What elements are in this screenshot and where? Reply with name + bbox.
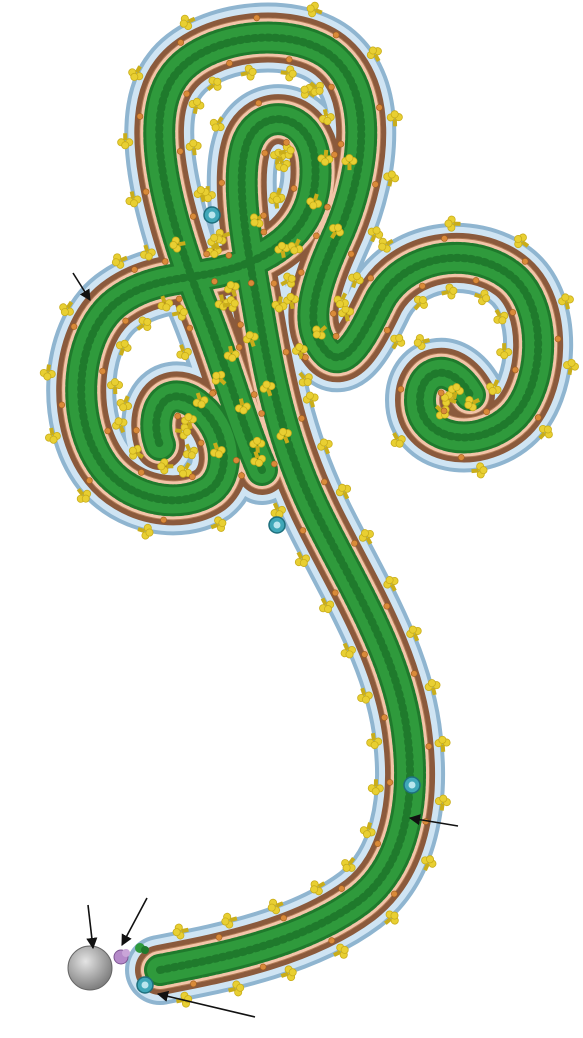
cyan-complex bbox=[204, 207, 220, 223]
matrix-dot bbox=[328, 84, 334, 90]
matrix-dot bbox=[299, 415, 305, 421]
matrix-dot bbox=[226, 252, 232, 258]
matrix-dot bbox=[262, 150, 268, 156]
matrix-dot bbox=[133, 427, 139, 433]
matrix-dot bbox=[348, 251, 354, 257]
matrix-dot bbox=[239, 473, 245, 479]
matrix-dot bbox=[286, 57, 292, 63]
matrix-dot bbox=[398, 386, 404, 392]
matrix-dot bbox=[271, 461, 277, 467]
matrix-dot bbox=[339, 886, 345, 892]
matrix-dot bbox=[283, 139, 289, 145]
matrix-dot bbox=[219, 180, 225, 186]
matrix-dot bbox=[233, 457, 239, 463]
matrix-dot bbox=[178, 40, 184, 46]
matrix-dot bbox=[555, 336, 561, 342]
matrix-dot bbox=[254, 15, 260, 21]
matrix-dot bbox=[384, 603, 390, 609]
matrix-dot bbox=[352, 540, 358, 546]
matrix-dot bbox=[261, 213, 267, 219]
matrix-dot bbox=[330, 311, 336, 317]
matrix-dot bbox=[256, 100, 262, 106]
matrix-dot bbox=[137, 113, 143, 119]
matrix-dot bbox=[368, 275, 374, 281]
matrix-dot bbox=[198, 440, 204, 446]
matrix-dot bbox=[132, 267, 138, 273]
matrix-dot bbox=[184, 91, 190, 97]
matrix-dot bbox=[71, 324, 77, 330]
matrix-dot bbox=[162, 259, 168, 265]
matrix-dot bbox=[271, 280, 277, 286]
matrix-dot bbox=[362, 651, 368, 657]
matrix-dot bbox=[59, 402, 65, 408]
matrix-dot bbox=[298, 269, 304, 275]
polymerase-sphere bbox=[68, 946, 112, 990]
matrix-dot bbox=[411, 671, 417, 677]
matrix-dot bbox=[438, 390, 444, 396]
matrix-dot bbox=[260, 964, 266, 970]
cyan-complex bbox=[137, 977, 153, 993]
matrix-dot bbox=[333, 32, 339, 38]
matrix-dot bbox=[376, 105, 382, 111]
matrix-dot bbox=[189, 474, 195, 480]
matrix-dot bbox=[426, 743, 432, 749]
matrix-dot bbox=[238, 322, 244, 328]
matrix-dot bbox=[261, 229, 267, 235]
matrix-dot bbox=[190, 213, 196, 219]
matrix-dot bbox=[251, 392, 257, 398]
matrix-dot bbox=[212, 278, 218, 284]
matrix-dot bbox=[227, 60, 233, 66]
matrix-dot bbox=[161, 517, 167, 523]
matrix-dot bbox=[333, 333, 339, 339]
matrix-dot bbox=[338, 141, 344, 147]
matrix-dot bbox=[324, 204, 330, 210]
matrix-dot bbox=[176, 296, 182, 302]
matrix-dot bbox=[300, 528, 306, 534]
matrix-dot bbox=[441, 236, 447, 242]
matrix-dot bbox=[372, 181, 378, 187]
matrix-dot bbox=[473, 277, 479, 283]
matrix-dot bbox=[190, 981, 196, 987]
matrix-dot bbox=[236, 344, 242, 350]
matrix-dot bbox=[384, 327, 390, 333]
matrix-dot bbox=[419, 283, 425, 289]
matrix-dot bbox=[281, 915, 287, 921]
matrix-dot bbox=[512, 367, 518, 373]
matrix-dot bbox=[177, 148, 183, 154]
matrix-dot bbox=[291, 185, 297, 191]
matrix-dot bbox=[204, 251, 210, 257]
matrix-dot bbox=[138, 469, 144, 475]
matrix-dot bbox=[283, 349, 289, 355]
matrix-dot bbox=[458, 454, 464, 460]
matrix-dot bbox=[381, 715, 387, 721]
matrix-dot bbox=[100, 368, 106, 374]
matrix-dot bbox=[313, 233, 319, 239]
matrix-dot bbox=[375, 841, 381, 847]
matrix-dot bbox=[216, 934, 222, 940]
matrix-dot bbox=[391, 891, 397, 897]
matrix-dot bbox=[321, 479, 327, 485]
matrix-dot bbox=[441, 408, 447, 414]
matrix-dot bbox=[123, 318, 129, 324]
matrix-dot bbox=[86, 478, 92, 484]
matrix-dot bbox=[387, 779, 393, 785]
matrix-dot bbox=[210, 390, 216, 396]
matrix-dot bbox=[332, 590, 338, 596]
matrix-dot bbox=[484, 409, 490, 415]
matrix-dot bbox=[143, 189, 149, 195]
cyan-complex bbox=[269, 517, 285, 533]
matrix-dot bbox=[329, 938, 335, 944]
matrix-dot bbox=[510, 309, 516, 315]
matrix-dot bbox=[187, 325, 193, 331]
matrix-dot bbox=[248, 280, 254, 286]
matrix-dot bbox=[259, 411, 265, 417]
matrix-dot bbox=[175, 413, 181, 419]
matrix-dot bbox=[332, 152, 338, 158]
matrix-dot bbox=[522, 258, 528, 264]
matrix-dot bbox=[303, 354, 309, 360]
cyan-complex bbox=[404, 777, 420, 793]
matrix-dot bbox=[535, 415, 541, 421]
matrix-dot bbox=[105, 428, 111, 434]
